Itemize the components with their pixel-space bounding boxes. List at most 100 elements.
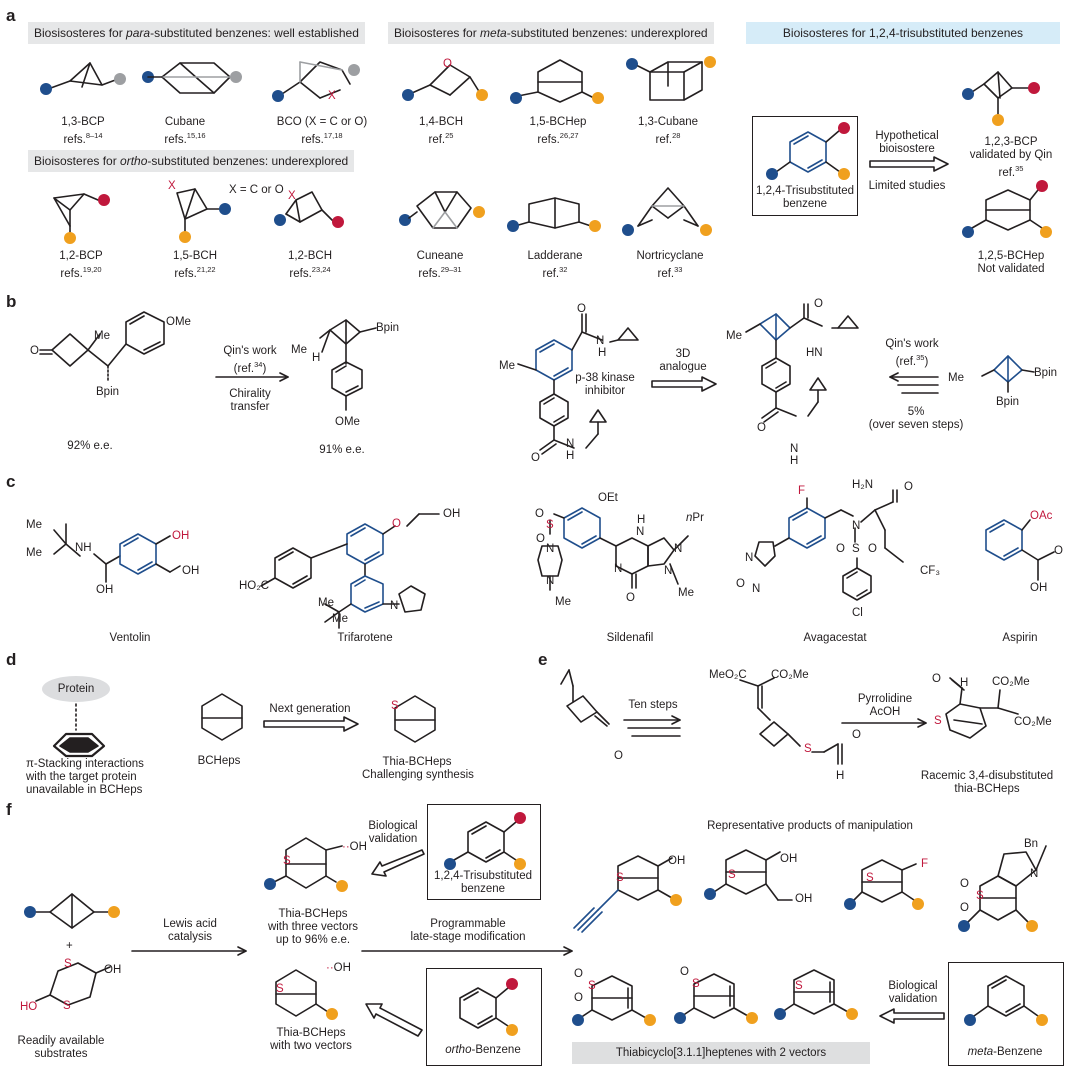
atom-n-p38-2: N	[566, 438, 575, 450]
hollow-arrow-f2	[365, 1003, 423, 1037]
trifarotene-o: O	[392, 518, 401, 530]
sildenafil-n4: N	[674, 543, 683, 555]
sildenafil-oet: OEt	[598, 492, 618, 504]
yield-label: 5%(over seven steps)	[868, 406, 964, 431]
sildenafil-n5: N	[614, 563, 623, 575]
thia2-s: S	[276, 983, 284, 995]
racemic-thia-bcheps	[945, 677, 1019, 739]
sildenafil-s: S	[546, 519, 554, 531]
limited-studies-label: Limited studies	[868, 180, 946, 192]
multistep-arrow-b	[889, 372, 939, 394]
arrow-f1	[131, 946, 247, 956]
atom-o-bch14: O	[443, 58, 452, 70]
hollow-arrow-d	[263, 716, 359, 732]
h-label-b2: H	[312, 352, 321, 364]
sildenafil-o2: O	[536, 533, 545, 545]
ortho-benzene-label: ortho-Benzene	[445, 1044, 521, 1056]
me-label-b1: Me	[94, 330, 110, 342]
panel-b-label: b	[6, 292, 17, 311]
ortho-benzene-structure	[459, 978, 518, 1036]
avagacestat-o3: O	[868, 543, 877, 555]
h2-s: S	[692, 978, 700, 990]
sildenafil-n2: N	[546, 575, 555, 587]
e-prod-co2me2: CO₂Me	[1014, 716, 1052, 728]
p4-o1: O	[960, 878, 969, 890]
sildenafil-h: H	[637, 514, 646, 526]
drug-name-ventolin: Ventolin	[109, 632, 151, 644]
e-h-ald: H	[836, 770, 845, 782]
drug-name-sildenafil: Sildenafil	[606, 632, 654, 644]
aspirin-oac: OAc	[1030, 510, 1053, 522]
aspirin-o: O	[1054, 545, 1063, 557]
ventolin-me2: Me	[26, 547, 42, 559]
bcp12-structure	[53, 193, 110, 244]
avagacestat-cf3: CF₃	[920, 565, 941, 577]
panel-f-label: f	[6, 800, 12, 819]
bcp-diboryl-structure	[981, 355, 1035, 393]
h3-s: S	[795, 980, 803, 992]
arrow-f2	[361, 946, 573, 956]
me-label-p38: Me	[499, 360, 515, 372]
header-ortho: Bioisosteres for ortho-substituted benze…	[28, 150, 355, 172]
me-label-b4: Me	[948, 372, 964, 384]
bcp-analogue-structure	[745, 303, 859, 423]
bchep15-structure	[510, 59, 604, 104]
hn-label-b3: HN	[806, 347, 823, 359]
protein-label: Protein	[57, 683, 95, 695]
thia3-oh: ··OH	[342, 841, 367, 853]
drug-name-avagacestat: Avagacestat	[803, 632, 867, 644]
sildenafil-structure	[537, 507, 689, 591]
avagacestat-h2n: H₂N	[852, 479, 874, 491]
p3-f: F	[921, 858, 929, 870]
thia3-s: S	[283, 855, 291, 867]
atom-o-b3: O	[814, 298, 823, 310]
thia-bcheps-structure	[394, 695, 436, 743]
qin-work-1: Qin's work(ref.34)	[223, 345, 277, 375]
thiabicyclo-bar	[572, 1042, 870, 1064]
e-s: S	[804, 743, 812, 755]
atom-n-p38-1: N	[596, 335, 605, 347]
multistep-arrow-e	[623, 715, 681, 737]
ventolin-structure	[53, 523, 181, 583]
p1-s: S	[616, 872, 624, 884]
sildenafil-n3: N	[636, 526, 645, 538]
thia-s-label: S	[391, 700, 399, 712]
me-label-b2: Me	[291, 344, 307, 356]
trifarotene-me2: Me	[332, 613, 348, 625]
bcp-bpin-chiral-structure	[319, 319, 377, 411]
aspirin-structure	[985, 519, 1055, 581]
plus-sign: +	[66, 940, 73, 952]
heptene-sulfoxide	[674, 973, 758, 1024]
e-ketone-o: O	[614, 750, 623, 762]
p4-n: N	[1030, 868, 1039, 880]
bicyclobutane-structure	[24, 893, 120, 929]
product-fluoro	[844, 859, 924, 910]
trisubstituted-benzene	[766, 122, 850, 180]
p4-o2: O	[960, 902, 969, 914]
e-prod-h: H	[960, 677, 969, 689]
e-prod-o: O	[932, 673, 941, 685]
bcheps-structure	[201, 693, 243, 741]
sildenafil-me: Me	[555, 596, 571, 608]
avagacestat-o2: O	[836, 543, 845, 555]
ladderane-structure	[507, 197, 601, 232]
meta-benzene-structure	[964, 975, 1048, 1026]
header-trisubstituted: Bioisosteres for 1,2,4-trisubstituted be…	[746, 22, 1060, 44]
heptene-sulfide	[774, 969, 858, 1020]
avagacestat-o4: O	[736, 578, 745, 590]
benzene-pi-stack	[52, 703, 106, 758]
bcp123-structure	[962, 71, 1040, 126]
bpin-label-b4b: Bpin	[996, 396, 1020, 408]
vinyl-cyclobutanone	[560, 669, 610, 727]
ventolin-oh2: OH	[172, 530, 190, 542]
product-pyrrolidine	[958, 845, 1047, 932]
cuneane-structure	[399, 191, 485, 229]
